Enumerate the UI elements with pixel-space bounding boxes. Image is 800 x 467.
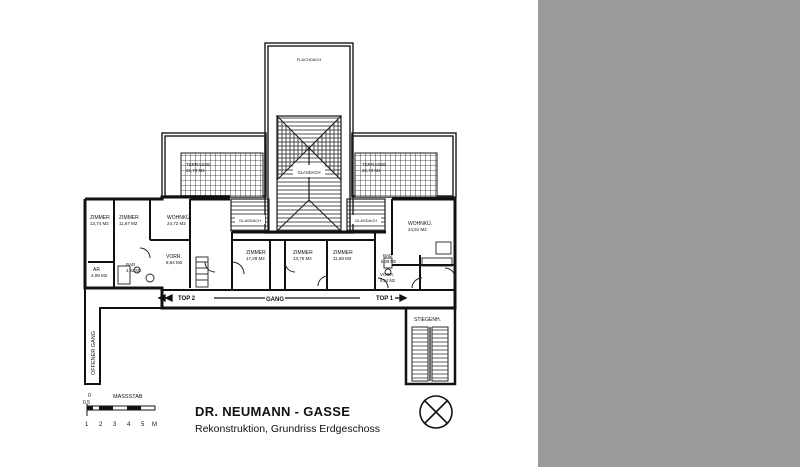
scale-tick-5: 5 — [141, 422, 145, 428]
gray-side-panel — [538, 0, 800, 467]
scale-title: MASSSTAB — [113, 394, 143, 400]
glasdach-center-label: GLASDACH — [297, 170, 320, 175]
zimmer-1-label: ZIMMER — [90, 215, 110, 221]
scale-unit: M — [152, 422, 157, 428]
zimmer-4-label: ZIMMER — [293, 250, 313, 256]
terrasse-left-grid — [180, 152, 264, 198]
zimmer-1-area: 13,74 M2 — [90, 221, 109, 226]
room-labels: FLACHDACH GLASDACH GLASDACH GLASDACH TER… — [90, 57, 441, 375]
wohnkuche-left-label: WOHNKÜ. — [167, 214, 191, 221]
door-swings — [139, 247, 456, 289]
bad-right-label: BAD — [383, 253, 393, 258]
scale-bar: MASSSTAB 0 0,5 1 2 3 4 5 M — [83, 393, 157, 428]
wohnkuche-left-area: 24,72 M2 — [167, 221, 186, 226]
stairwell — [404, 306, 457, 386]
vorr-right-label: VORR. — [380, 272, 394, 277]
bad-right-area: 5,39 M2 — [381, 259, 397, 264]
glasdach-center-shape — [276, 114, 342, 232]
glasdach-left-label: GLASDACH — [239, 218, 261, 223]
offener-gang-walkway — [84, 288, 162, 385]
scale-tick-0-5: 0,5 — [83, 400, 90, 406]
terrasse-right-label: TERRASSE — [362, 162, 386, 167]
bad-left-label: BAD — [126, 262, 136, 267]
terrasse-left-label: TERRASSE — [186, 162, 210, 167]
vorr-left-label: VORR. — [166, 254, 182, 260]
zimmer-2-label: ZIMMER — [119, 215, 139, 221]
interior-walls — [88, 199, 455, 291]
terrasse-right-grid — [354, 152, 438, 198]
terrasse-left-area: 22,73 M2 — [186, 168, 205, 173]
zimmer-3-area: 17,29 M2 — [246, 256, 265, 261]
vorr-right-area: 9,54 M2 — [380, 278, 396, 283]
fixtures — [117, 241, 453, 288]
ar-area: 4,09 M2 — [91, 273, 108, 278]
vorr-left-area: 8,84 M2 — [166, 260, 183, 265]
drawing-title: DR. NEUMANN - GASSE — [195, 404, 351, 419]
drawing-title-block: DR. NEUMANN - GASSE Rekonstruktion, Grun… — [195, 404, 495, 435]
top1-label: TOP 1 — [376, 296, 394, 302]
drawing-subtitle: Rekonstruktion, Grundriss Erdgeschoss — [195, 423, 380, 435]
zimmer-5-label: ZIMMER — [333, 250, 353, 256]
scale-tick-0: 0 — [88, 393, 91, 399]
zimmer-2-area: 11,67 M2 — [119, 221, 138, 226]
bad-left-area: 4,92 M2 — [126, 268, 142, 273]
zimmer-4-area: 13,75 M2 — [293, 256, 312, 261]
corridor-arrows — [157, 293, 408, 303]
offener-gang-label: OFFENER GANG — [91, 331, 97, 375]
wohnkuche-right-label: WOHNKÜ. — [408, 220, 432, 227]
top2-label: TOP 2 — [178, 296, 196, 302]
stiegenh-label: STIEGENH. — [414, 317, 441, 323]
ar-label: AR — [93, 267, 100, 273]
wohnkuche-right-area: 24,51 M2 — [408, 227, 427, 232]
scale-tick-3: 3 — [113, 422, 117, 428]
zimmer-5-area: 11,88 M2 — [333, 256, 352, 261]
gang-label: GANG — [266, 297, 284, 303]
scale-tick-1: 1 — [85, 422, 89, 428]
scale-tick-2: 2 — [99, 422, 103, 428]
zimmer-3-label: ZIMMER — [246, 250, 266, 256]
flachdach-label: FLACHDACH — [297, 57, 322, 62]
floor-plan-drawing: FLACHDACH GLASDACH GLASDACH GLASDACH TER… — [83, 42, 457, 429]
terrasse-right-area: 22,73 M2 — [362, 168, 381, 173]
compass-icon — [419, 395, 453, 429]
scale-tick-4: 4 — [127, 422, 131, 428]
glasdach-right-label: GLASDACH — [355, 218, 377, 223]
